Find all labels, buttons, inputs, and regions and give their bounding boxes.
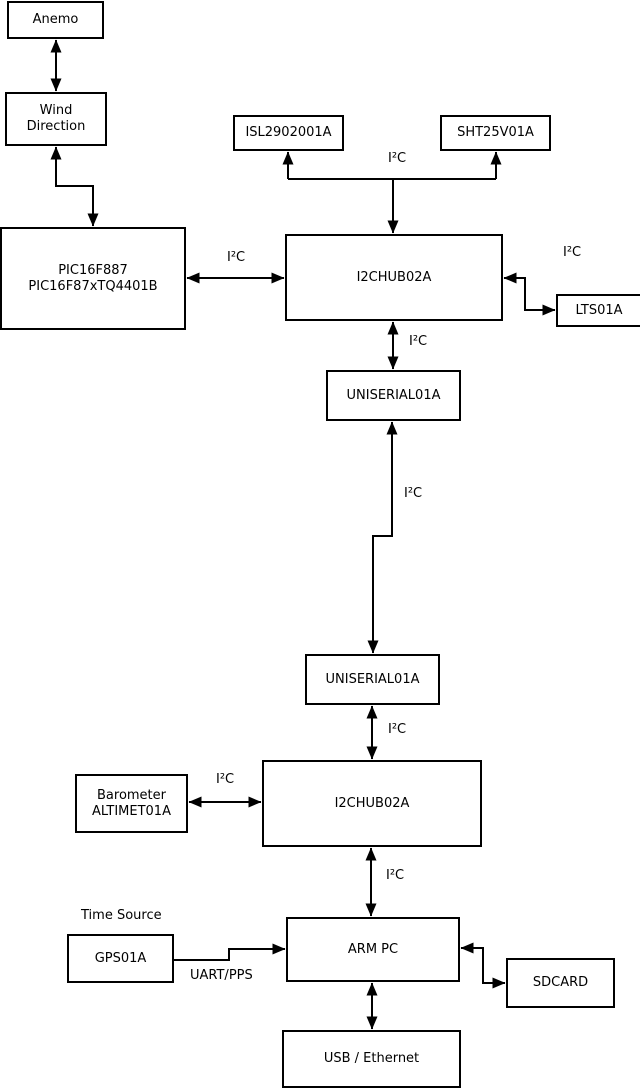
- node-i2chub02a-top: I2CHUB02A: [285, 234, 503, 321]
- edge-label-i2c-hub-lts: I²C: [563, 245, 582, 260]
- label-time-source: Time Source: [81, 908, 162, 923]
- node-sdcard: SDCARD: [506, 958, 615, 1008]
- edge-label-i2c-barometer: I²C: [216, 772, 235, 787]
- edge-label-i2c-sensor-bus: I²C: [388, 151, 407, 166]
- edge-winddirection-pic: [50, 146, 99, 227]
- node-uniserial01a-bottom: UNISERIAL01A: [305, 654, 440, 705]
- edge-label-uart-pps: UART/PPS: [190, 968, 253, 983]
- edge-uniserialtop-uniserialbottom: [367, 421, 398, 654]
- edge-label-i2c-pic-hub: I²C: [227, 250, 246, 265]
- edge-label-i2c-hub-armpc: I²C: [386, 868, 405, 883]
- edge-label-i2c-hub-uniserial-top: I²C: [409, 334, 428, 349]
- edge-gps-armpc: [174, 943, 286, 961]
- node-sht25v01a: SHT25V01A: [440, 115, 551, 151]
- node-wind-direction: Wind Direction: [5, 92, 107, 146]
- edge-label-i2c-uniserial-hub-bottom: I²C: [388, 722, 407, 737]
- node-gps01a: GPS01A: [67, 934, 174, 983]
- node-pic16f887: PIC16F887 PIC16F87xTQ4401B: [0, 227, 186, 330]
- node-usb-ethernet: USB / Ethernet: [282, 1030, 461, 1088]
- node-lts01a: LTS01A: [556, 294, 640, 327]
- edge-label-i2c-uniserial-link: I²C: [404, 486, 423, 501]
- node-isl2902001a: ISL2902001A: [233, 115, 344, 151]
- edge-armpc-sdcard: [460, 942, 506, 989]
- node-uniserial01a-top: UNISERIAL01A: [326, 370, 461, 421]
- node-anemo: Anemo: [7, 1, 104, 39]
- edge-i2chubtop-lts: [503, 272, 556, 316]
- node-barometer-altimet01a: Barometer ALTIMET01A: [75, 774, 188, 833]
- node-arm-pc: ARM PC: [286, 917, 460, 982]
- node-i2chub02a-bottom: I2CHUB02A: [262, 760, 482, 847]
